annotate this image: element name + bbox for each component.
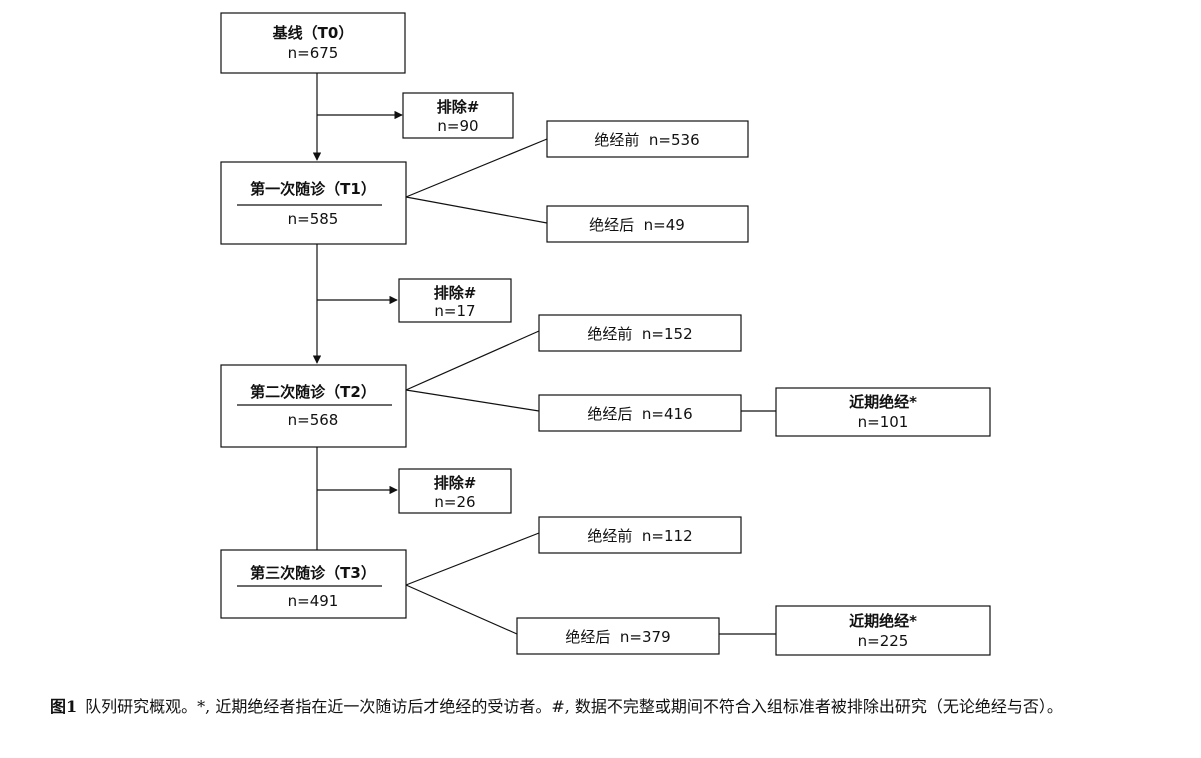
node-count: n=675 (288, 44, 339, 62)
node-count: n=90 (437, 117, 478, 135)
branch-t3-pre (405, 532, 540, 586)
node-count: n=491 (288, 592, 339, 610)
node-text: 绝经后 n=379 (565, 628, 670, 646)
node-title: 排除# (434, 284, 477, 302)
branch-t2-pre (405, 330, 540, 391)
node-text: 绝经前 n=112 (587, 527, 692, 545)
node-baseline-t0: 基线（T0） n=675 (220, 12, 406, 74)
node-followup-t2: 第二次随诊（T2） n=568 (220, 364, 407, 448)
node-t3-premenopause: 绝经前 n=112 (538, 516, 742, 554)
node-title: 近期绝经* (849, 393, 917, 411)
node-title: 第三次随诊（T3） (250, 564, 376, 582)
branch-t1-post (405, 196, 548, 224)
node-exclusion-1: 排除# n=90 (402, 92, 514, 139)
node-t2-postmenopause: 绝经后 n=416 (538, 394, 742, 432)
node-title: 近期绝经* (849, 612, 917, 630)
figure-caption-text: 队列研究概观。*, 近期绝经者指在近一次随访后才绝经的受访者。#, 数据不完整或… (85, 697, 1063, 716)
branch-t2-post (405, 389, 540, 412)
node-followup-t1: 第一次随诊（T1） n=585 (220, 161, 407, 245)
connectors (312, 73, 776, 635)
node-text: 绝经后 n=49 (589, 216, 685, 234)
node-followup-t3: 第三次随诊（T3） n=491 (220, 549, 407, 619)
node-count: n=26 (434, 493, 475, 511)
node-exclusion-2: 排除# n=17 (398, 278, 512, 323)
node-t3-recent-menopause: 近期绝经* n=225 (775, 605, 991, 656)
cohort-flowchart: 基线（T0） n=675 排除# n=90 第一次随诊（T1） n=585 绝经… (220, 12, 991, 656)
node-count: n=568 (288, 411, 339, 429)
node-title: 基线（T0） (272, 24, 354, 42)
node-t3-postmenopause: 绝经后 n=379 (516, 617, 720, 655)
branch-t3-post (405, 584, 518, 635)
node-count: n=225 (858, 632, 909, 650)
node-title: 第二次随诊（T2） (250, 383, 376, 401)
node-title: 排除# (437, 98, 480, 116)
node-exclusion-3: 排除# n=26 (398, 468, 512, 514)
node-t1-premenopause: 绝经前 n=536 (546, 120, 749, 158)
node-title: 排除# (434, 474, 477, 492)
node-count: n=585 (288, 210, 339, 228)
figure-label: 图1 (50, 697, 78, 716)
node-count: n=17 (434, 302, 475, 320)
figure-caption: 图1 队列研究概观。*, 近期绝经者指在近一次随访后才绝经的受访者。#, 数据不完… (50, 692, 1160, 722)
node-count: n=101 (858, 413, 909, 431)
branch-t1-pre (405, 138, 548, 198)
node-title: 第一次随诊（T1） (250, 180, 376, 198)
node-t2-premenopause: 绝经前 n=152 (538, 314, 742, 352)
node-t2-recent-menopause: 近期绝经* n=101 (775, 387, 991, 437)
node-text: 绝经前 n=152 (587, 325, 692, 343)
node-text: 绝经前 n=536 (594, 131, 699, 149)
node-text: 绝经后 n=416 (587, 405, 692, 423)
node-t1-postmenopause: 绝经后 n=49 (546, 205, 749, 243)
